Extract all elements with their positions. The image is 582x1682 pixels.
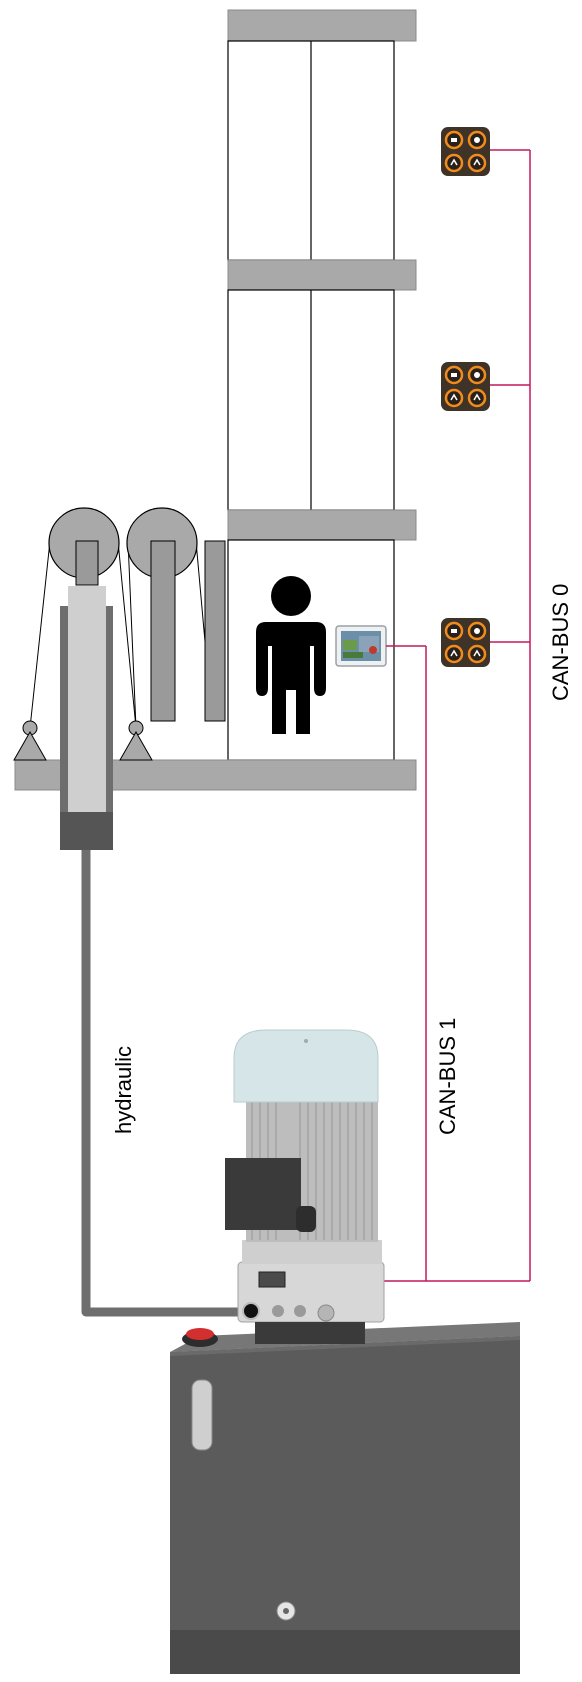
- hydraulic-power-unit: [170, 1030, 520, 1674]
- oil-tank: [170, 1322, 520, 1674]
- guide-rail: [205, 541, 225, 721]
- keypad-top: [441, 127, 490, 176]
- pulley-left-bracket: [76, 541, 98, 585]
- electric-motor: [225, 1030, 382, 1264]
- emergency-stop-button: [182, 1328, 218, 1347]
- rope-anchor-right: [120, 721, 152, 760]
- can-bus-0-label: CAN-BUS 0: [548, 584, 573, 701]
- floor-slab-lower: [228, 510, 416, 540]
- rope-anchor-left: [14, 721, 46, 760]
- cylinder-base: [60, 812, 113, 850]
- hydraulic-cylinder: [60, 586, 113, 850]
- floor-slab-middle: [228, 260, 416, 290]
- pulley-right-rail: [151, 541, 175, 721]
- floor-slab-top: [228, 10, 416, 41]
- pulley-system: [14, 508, 225, 760]
- rope: [30, 541, 50, 728]
- touch-panel-icon: [336, 626, 386, 666]
- keypad-bottom: [441, 618, 490, 667]
- rope: [128, 541, 136, 728]
- terminal-box: [225, 1158, 301, 1230]
- cylinder-piston-rod: [68, 586, 106, 812]
- controller-module-icon: [259, 1272, 285, 1287]
- keypad-middle: [441, 362, 490, 411]
- valve-manifold: [238, 1262, 384, 1344]
- rope: [118, 541, 136, 728]
- can-bus-1-label: CAN-BUS 1: [435, 1018, 460, 1135]
- hydraulic-label: hydraulic: [111, 1046, 136, 1134]
